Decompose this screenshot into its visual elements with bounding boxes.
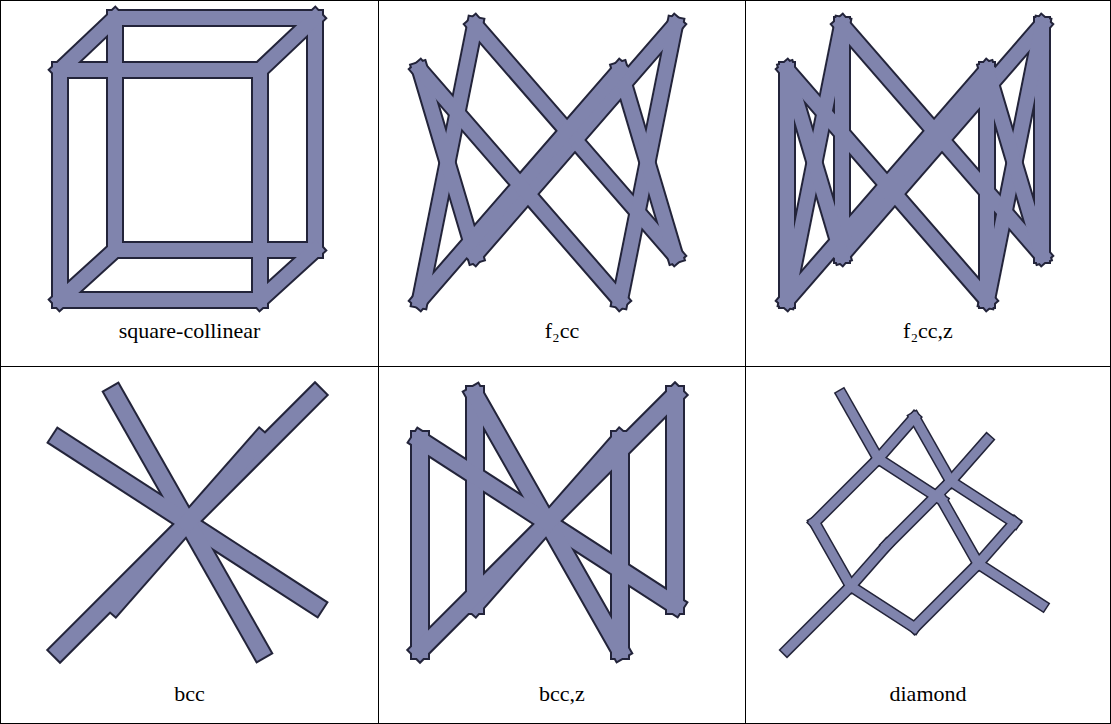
figure-cell: bcc [0, 366, 379, 724]
figure-cell: bcc,z [378, 366, 746, 724]
lattice-label: bcc,z [535, 681, 589, 707]
figure-cell: diamond [745, 366, 1111, 724]
figure-cell: square-collinear [0, 0, 379, 367]
lattice-label: f₂cc [541, 318, 584, 344]
lattice-label: square-collinear [115, 318, 265, 344]
figure-cell: f₂cc,z [745, 0, 1111, 367]
lattice-label: f₂cc,z [899, 318, 957, 344]
lattice-label: bcc [170, 681, 209, 707]
lattice-label: diamond [886, 681, 971, 707]
figure-cell: f₂cc [378, 0, 746, 367]
